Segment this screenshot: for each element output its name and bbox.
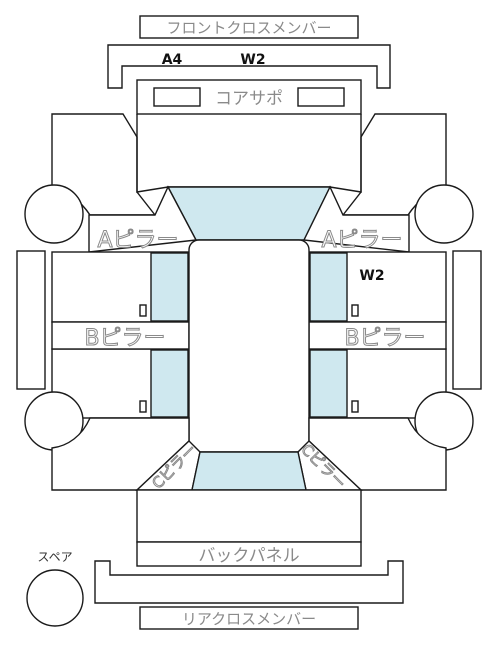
a-pillar-right[interactable]: [302, 185, 410, 253]
a-pillar-right-damage-mark: W2: [359, 268, 384, 284]
b-pillar-left-label: Bピラー: [84, 326, 165, 351]
a-pillar-right-label: Aピラー: [321, 228, 402, 253]
back-panel-box[interactable]: [136, 541, 362, 567]
rear-left-door-glass[interactable]: [150, 349, 189, 418]
front-left-door-handle[interactable]: [139, 304, 147, 317]
rear-window[interactable]: [191, 451, 307, 491]
front-left-wheel[interactable]: [24, 184, 84, 244]
front-right-door-glass[interactable]: [309, 252, 348, 322]
core-support-label: コアサポ: [215, 89, 283, 109]
a-pillar-left-label: Aピラー: [97, 228, 178, 253]
right-side-sill[interactable]: [452, 250, 482, 390]
front-cross-member-label: フロントクロスメンバー: [166, 19, 331, 37]
b-pillar-left[interactable]: [51, 321, 190, 350]
front-right-damage-mark: W2: [240, 52, 265, 68]
rear-right-door-glass[interactable]: [309, 349, 348, 418]
core-support-left-bracket[interactable]: [153, 87, 201, 107]
rear-right-door-handle[interactable]: [351, 400, 359, 413]
rear-left-door-handle[interactable]: [139, 400, 147, 413]
back-panel-label: バックパネル: [198, 546, 299, 566]
front-right-wheel[interactable]: [414, 184, 474, 244]
core-support-right-bracket[interactable]: [297, 87, 345, 107]
rear-bumper-reinforcement[interactable]: [94, 560, 404, 604]
front-left-damage-mark: A4: [162, 52, 183, 68]
front-bumper-reinforcement[interactable]: [107, 44, 391, 89]
rear-cross-member-label: リアクロスメンバー: [182, 610, 316, 628]
b-pillar-right[interactable]: [308, 321, 447, 350]
roof[interactable]: [188, 239, 310, 453]
rear-cross-member-box[interactable]: [139, 606, 359, 630]
front-left-door-glass[interactable]: [150, 252, 189, 322]
spare-tire[interactable]: [26, 569, 84, 627]
b-pillar-right-label: Bピラー: [344, 326, 425, 351]
trunk-lid[interactable]: [136, 489, 362, 543]
spare-tire-label: スペア: [37, 550, 72, 564]
front-cross-member-box[interactable]: [139, 15, 359, 39]
front-right-door-handle[interactable]: [351, 304, 359, 317]
left-side-sill[interactable]: [16, 250, 46, 390]
